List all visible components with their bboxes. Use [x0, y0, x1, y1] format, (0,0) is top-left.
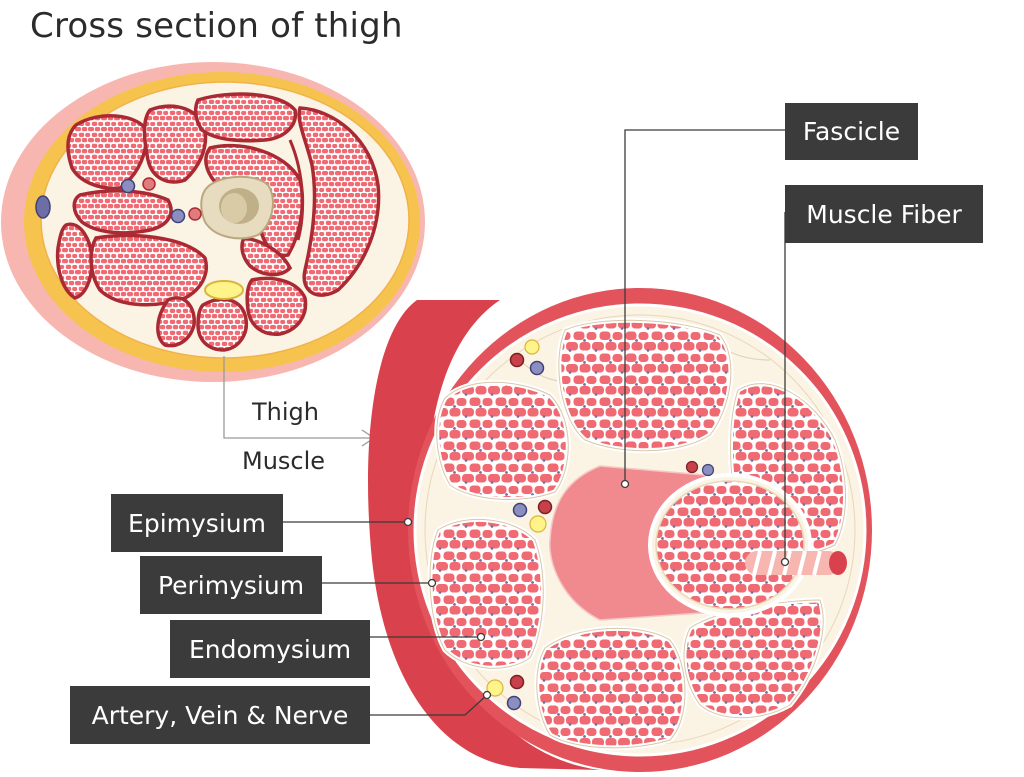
thigh-muscle-groups: [55, 92, 381, 352]
extruded-muscle-fiber: [745, 550, 847, 576]
label-epimysium: Epimysium: [111, 494, 283, 552]
femur-bone: [200, 175, 274, 240]
thigh-cross-section: [1, 62, 425, 382]
label-fascicle: Fascicle: [785, 103, 918, 160]
arrow-caption-muscle: Muscle: [242, 447, 326, 475]
arrow-caption-thigh: Thigh: [252, 398, 319, 426]
label-endomysium: Endomysium: [170, 620, 370, 678]
label-artery-vein-nerve: Artery, Vein & Nerve: [70, 686, 370, 744]
diagram-title: Cross section of thigh: [30, 6, 403, 46]
label-muscle-fiber: Muscle Fiber: [785, 185, 983, 243]
thigh-vessels: [35, 177, 244, 300]
leader-lines: [283, 129, 786, 716]
extruded-fascicle: [549, 465, 812, 621]
fascicle-leader: [624, 129, 785, 482]
muscle-vessels: [486, 339, 715, 711]
muscle-cross-section: [368, 288, 872, 772]
label-perimysium: Perimysium: [140, 556, 322, 614]
vessels-leader: [370, 694, 488, 716]
leader-dots: [403, 479, 790, 700]
